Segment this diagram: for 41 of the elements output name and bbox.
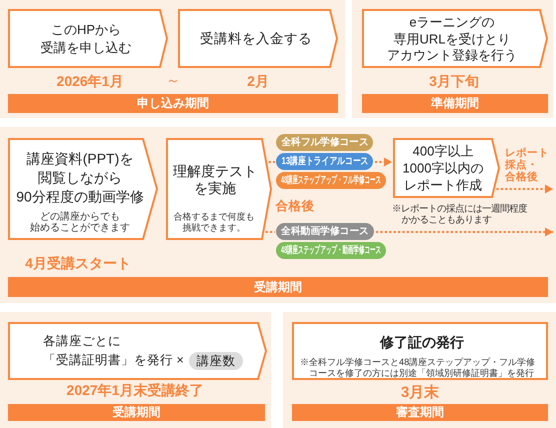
step-arrow-box: [393, 138, 500, 198]
date-label: 2027年1月末受講終了: [66, 381, 204, 399]
step-box: [292, 322, 548, 380]
course-tag: 13講座トライアルコース: [276, 153, 373, 170]
box-text: 受講料を入金する: [200, 30, 312, 48]
step-arrow-box: [8, 138, 158, 240]
date-label: 3月下旬: [429, 72, 479, 90]
box-text: 理解度テストを実施: [172, 163, 258, 197]
course-tag: 全科動画学修コース: [276, 223, 374, 240]
date-label: 2月: [247, 72, 269, 90]
box-text: 400字以上1000字以内のレポート作成: [402, 142, 484, 194]
dotted-arrow: [375, 158, 392, 166]
box-text: 各講座ごとに「受講証明書」を発行 ×: [43, 333, 184, 369]
count-tag: 講座数: [188, 352, 243, 370]
dotted-line: [266, 231, 275, 233]
course-tag: 48講座ステップアップ・フル学修コース: [276, 172, 386, 189]
date-label: 2026年1月: [56, 72, 124, 90]
start-label: 4月受講スタート: [25, 254, 131, 272]
dotted-arrow: [376, 228, 553, 236]
box-text: 講座資料(PPT)を閲覧しながら90分程度の動画学修: [15, 150, 145, 206]
tilde-sign: ～: [166, 71, 180, 89]
box-heading: 修了証の発行: [380, 333, 464, 351]
course-tag: 全科フル学修コース: [276, 134, 373, 151]
period-band: 審査期間: [292, 404, 548, 421]
box-text: eラーニングの専用URLを受けとりアカウント登録を行う: [386, 14, 518, 64]
step-arrow-box: [166, 138, 272, 240]
period-band: 受講期間: [8, 277, 548, 297]
box-subtext: どの講座からでも始めることができます: [29, 211, 131, 234]
edge-label: レポート採点・合格後: [505, 147, 550, 183]
course-tag: 48講座ステップアップ・動画学修コース: [276, 242, 386, 259]
note-text: ※全科フル学修コースと48講座ステップアップ・フル学修コースを修了の方には別途「領域別研修証明書」を発行: [300, 357, 536, 379]
dotted-arrow: [496, 184, 553, 194]
note-text: ※レポートの採点には一週間程度かかることもあります: [392, 204, 528, 224]
dotted-line: [268, 161, 275, 163]
date-label: 3月末: [400, 384, 440, 402]
status-label: 合格後: [276, 198, 314, 214]
box-text: このHPから受講を申し込む: [40, 21, 132, 57]
period-band: 受講期間: [8, 404, 265, 421]
period-band: 準備期間: [362, 94, 548, 113]
box-subtext: 合格するまで何度も挑戦できます。: [172, 211, 256, 234]
period-band: 申し込み期間: [8, 94, 338, 113]
